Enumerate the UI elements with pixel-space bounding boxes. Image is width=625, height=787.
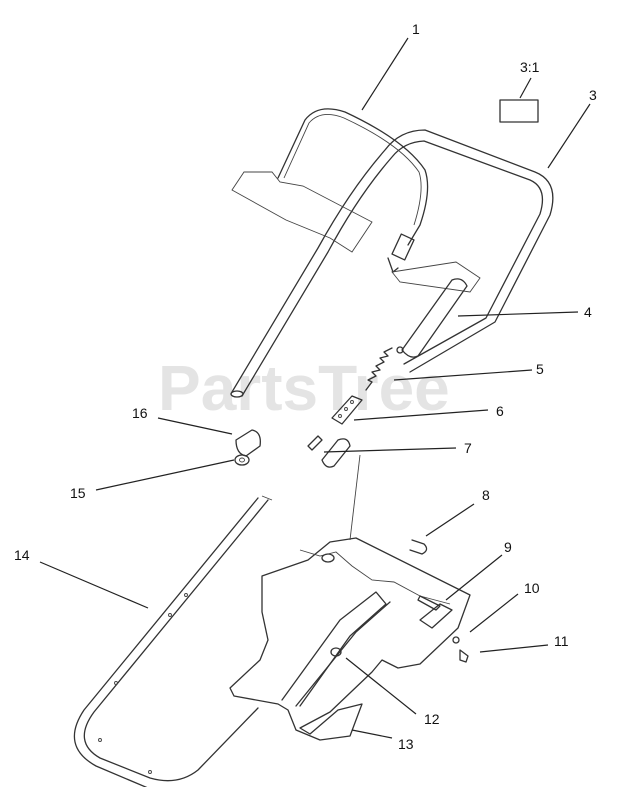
callout-9: 9 bbox=[504, 539, 512, 555]
callout-13: 13 bbox=[398, 736, 414, 752]
watermark-logo: PartsTree bbox=[158, 352, 450, 424]
callout-8: 8 bbox=[482, 487, 490, 503]
hardware-12 bbox=[330, 647, 342, 657]
decal-shapes bbox=[231, 99, 539, 293]
callout-16: 16 bbox=[132, 405, 148, 421]
pin bbox=[307, 435, 351, 468]
leader-lines bbox=[39, 37, 591, 739]
callout-15: 15 bbox=[70, 485, 86, 501]
hardware-bolt-8 bbox=[409, 539, 428, 555]
hardware-11 bbox=[459, 649, 469, 663]
callout-12: 12 bbox=[424, 711, 440, 727]
mower-deck bbox=[229, 454, 471, 741]
callout-11: 11 bbox=[554, 633, 569, 649]
callout-3: 3 bbox=[589, 87, 597, 103]
hardware-9 bbox=[417, 595, 441, 611]
callout-6: 6 bbox=[496, 403, 504, 419]
decal-3-1 bbox=[499, 99, 539, 123]
knob-and-washer bbox=[234, 429, 261, 466]
callout-1: 1 bbox=[412, 21, 420, 37]
callout-5: 5 bbox=[536, 361, 544, 377]
adjust-bracket bbox=[331, 395, 363, 425]
lower-handle bbox=[73, 495, 273, 787]
hardware-10 bbox=[452, 636, 460, 644]
callout-4: 4 bbox=[584, 304, 592, 320]
callout-10: 10 bbox=[524, 580, 540, 596]
callout-3-1: 3:1 bbox=[520, 59, 540, 75]
handle-grip bbox=[401, 278, 468, 358]
callout-labels: 1 3 3:1 4 5 6 7 8 9 10 11 12 13 14 15 16 bbox=[14, 21, 597, 752]
callout-14: 14 bbox=[14, 547, 30, 563]
spring bbox=[365, 346, 404, 391]
callout-7: 7 bbox=[464, 440, 472, 456]
